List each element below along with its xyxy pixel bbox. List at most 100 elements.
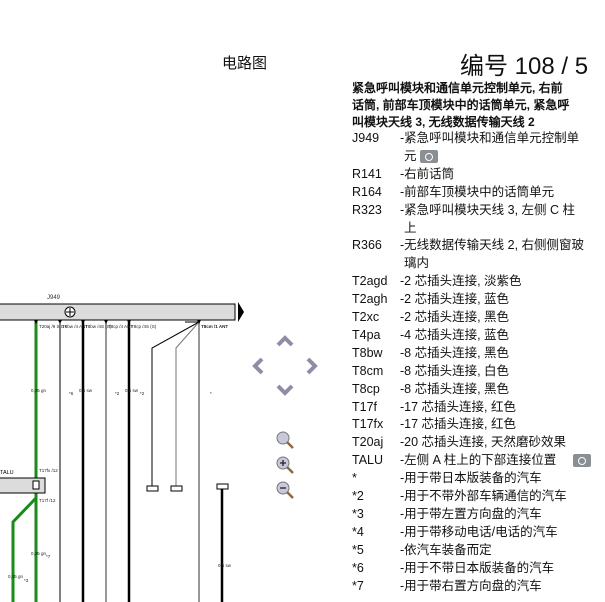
legend-desc: -17 芯插头连接, 红色 [400, 417, 516, 432]
svg-text:T17fx /12: T17fx /12 [39, 468, 58, 473]
legend-code: R141 [352, 166, 382, 181]
legend-item: T2xc-2 芯插头连接, 黑色 [352, 309, 509, 326]
camera-icon[interactable] [573, 454, 591, 468]
svg-text:0,5 sw: 0,5 sw [79, 388, 93, 393]
legend-code: T17f [352, 399, 378, 414]
zoom-out-icon[interactable] [276, 481, 294, 499]
legend-item: *5 -依汽车装备而定 [352, 542, 492, 559]
legend-desc: -用于不带外部车辆通信的汽车 [400, 489, 567, 503]
svg-text:0,5 sw: 0,5 sw [218, 563, 232, 568]
svg-text:*: * [210, 391, 212, 396]
legend-desc-cont: 上 [404, 220, 417, 235]
legend-code: TALU [352, 453, 384, 468]
legend-desc: -无线数据传输天线 2, 右侧侧窗玻 [400, 238, 585, 253]
legend-code: *3 [352, 506, 364, 521]
svg-text:0,5 sw: 0,5 sw [125, 388, 139, 393]
legend-desc: -紧急呼叫模块天线 3, 左侧 C 柱 [400, 202, 576, 217]
legend-desc: -用于带左置方向盘的汽车 [400, 506, 542, 521]
legend-item: T8bw-8 芯插头连接, 黑色 [352, 345, 509, 362]
zoom-in-icon[interactable] [276, 456, 294, 474]
legend-desc: -用于带移动电话/电话的汽车 [400, 524, 558, 539]
navigation-controls [252, 335, 318, 499]
legend-code: T4pa [352, 327, 381, 342]
legend-item: R366 -无线数据传输天线 2, 右侧侧窗玻 [352, 237, 584, 254]
legend-desc: -8 芯插头连接, 白色 [400, 363, 510, 378]
legend-code: R323 [352, 202, 382, 217]
legend-desc: -2 芯插头连接, 黑色 [400, 310, 510, 324]
wire-optional [175, 321, 200, 486]
legend-item: R164-前部车顶模块中的话筒单元 [352, 184, 554, 201]
legend-desc: -依汽车装备而定 [400, 542, 492, 557]
legend-desc: -8 芯插头连接, 黑色 [400, 381, 510, 396]
legend-desc: -前部车顶模块中的话筒单元 [400, 184, 555, 199]
svg-text:*7: *7 [46, 554, 51, 559]
legend-item: *6-用于不带日本版装备的汽车 [352, 560, 554, 577]
zoom-fit-icon[interactable] [276, 431, 294, 449]
legend-item: R141 -右前话筒 [352, 166, 454, 183]
legend-code: T20aj [352, 435, 384, 450]
legend-desc: -17 芯插头连接, 红色 [400, 399, 516, 414]
legend-item: T2agh -2 芯插头连接, 蓝色 [352, 291, 509, 308]
legend-code: *5 [352, 542, 364, 557]
svg-text:*2: *2 [115, 391, 120, 396]
svg-text:T8cp /4S (S): T8cp /4S (S) [131, 324, 157, 329]
legend-item: T4pa-4 芯插头连接, 蓝色 [352, 327, 509, 344]
legend-desc: -2 芯插头连接, 淡紫色 [400, 274, 522, 289]
legend-item: T2agd -2 芯插头连接, 淡紫色 [352, 273, 522, 290]
svg-text:0,35 gn: 0,35 gn [31, 551, 47, 556]
pan-right-icon[interactable] [306, 357, 318, 375]
legend-item: * -用于带日本版装备的汽车 [352, 470, 542, 487]
wire-green-branch [11, 496, 38, 602]
svg-text:*2: *2 [140, 391, 145, 396]
legend-item: *7-用于带右置方向盘的汽车 [352, 578, 542, 595]
svg-text:0,35 gn: 0,35 gn [8, 574, 24, 579]
svg-text:T8cm /1 ANT: T8cm /1 ANT [201, 324, 228, 329]
pan-left-icon[interactable] [252, 357, 264, 375]
legend-code: J949 [352, 131, 380, 145]
connector-box [216, 483, 229, 490]
legend-desc-cont: 璃内 [404, 256, 430, 271]
legend-item: T8cm -8 芯插头连接, 白色 [352, 363, 509, 380]
legend-code: R366 [352, 238, 382, 253]
document-number: 编号 108 / 5 [460, 53, 589, 80]
continue-arrow-icon [238, 302, 244, 322]
svg-text:*3: *3 [24, 578, 29, 583]
legend-code: T2agd [352, 274, 388, 289]
camera-icon[interactable] [419, 150, 438, 164]
heading-line: 叫模块天线 3, 无线数据传输天线 2 [352, 115, 535, 129]
legend-code: T8bw [352, 345, 383, 360]
heading-line: 紧急呼叫模块和通信单元控制单元, 右前 [352, 81, 563, 95]
svg-text:T20aj /9 SIG+: T20aj /9 SIG+ [39, 324, 67, 329]
legend-code: T2agh [352, 292, 388, 307]
legend-desc: -用于带日本版装备的汽车 [400, 471, 542, 486]
legend-code: *6 [352, 560, 364, 575]
svg-text:T8cp /4 ANT: T8cp /4 ANT [108, 324, 133, 329]
legend-code: * [352, 471, 357, 486]
legend-item: *3 -用于带左置方向盘的汽车 [352, 506, 542, 523]
svg-text:T8bw /4 ANT: T8bw /4 ANT [62, 324, 88, 329]
legend-code: T17fx [352, 417, 384, 432]
legend-item: *4 -用于带移动电话/电话的汽车 [352, 524, 558, 541]
pan-down-icon[interactable] [276, 384, 294, 396]
legend-desc: -2 芯插头连接, 蓝色 [400, 292, 510, 307]
svg-text:*6: *6 [69, 391, 74, 396]
page-title: 电路图 [222, 55, 268, 72]
legend-item: T17fx -17 芯插头连接, 红色 [352, 416, 516, 433]
legend-code: T8cm [352, 363, 384, 378]
legend-desc: -紧急呼叫模块和通信单元控制单 [400, 131, 580, 145]
legend-item: T17f -17 芯插头连接, 红色 [352, 399, 516, 416]
legend-desc: -右前话筒 [400, 166, 455, 181]
legend-code: T8cp [352, 381, 380, 396]
legend-code: *4 [352, 524, 364, 539]
component-label: J949 [47, 295, 61, 301]
pan-up-icon[interactable] [276, 335, 294, 347]
connector-box [146, 485, 159, 492]
legend-desc: -用于带右置方向盘的汽车 [400, 578, 542, 593]
j949-component-bar [0, 303, 236, 321]
legend-item: *2-用于不带外部车辆通信的汽车 [352, 488, 567, 505]
wire-optional [151, 321, 200, 486]
connector-box [170, 485, 183, 492]
svg-text:0,35 gn: 0,35 gn [31, 388, 47, 393]
legend-item: T20aj-20 芯插头连接, 天然磨砂效果 [352, 434, 566, 451]
